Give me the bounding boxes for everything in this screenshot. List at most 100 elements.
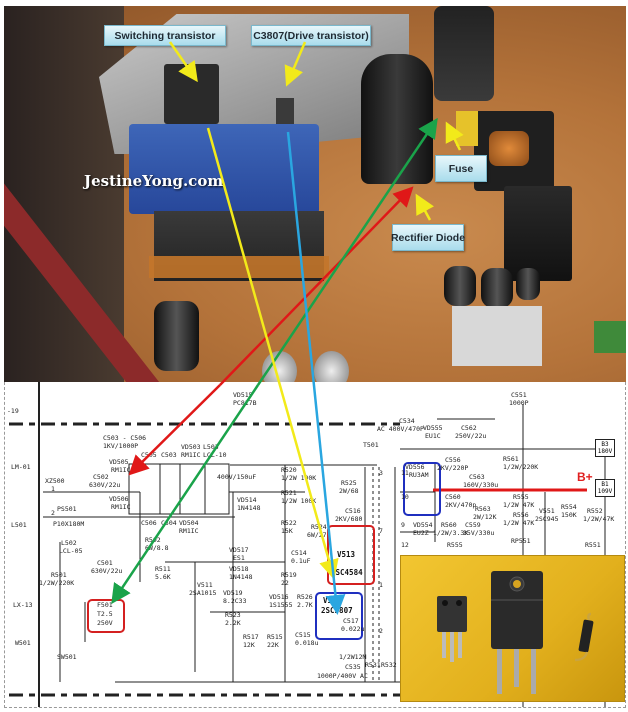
f501-voltage: 250V: [97, 619, 113, 627]
r532-label: R532: [381, 661, 397, 669]
v511-label: V511: [197, 581, 213, 589]
vd506-label: VD506: [109, 495, 129, 503]
c504-label: C504: [161, 519, 177, 527]
vd555-label: VD555: [423, 424, 443, 432]
drive-transistor-highlight-box: [315, 592, 363, 640]
r520-label: R520: [281, 466, 297, 474]
v512-label: V512: [323, 596, 342, 605]
r523-label: R523: [225, 611, 241, 619]
capacitor-left: [154, 301, 199, 371]
r521-label: R521: [281, 489, 297, 497]
vd516-label: VD516: [269, 593, 289, 601]
fuse-highlight-box: [87, 599, 125, 633]
r519-value: 22: [281, 579, 289, 587]
vd556-label: VD556: [405, 463, 425, 471]
r554-label: R554: [561, 503, 577, 511]
r501-value: 1/2W/220K: [39, 579, 75, 587]
vd504-label: VD504: [179, 519, 199, 527]
r556-label: R556: [513, 511, 529, 519]
terminal-b3-label: B3: [601, 441, 609, 448]
white-heatsink-small: [452, 306, 542, 366]
c551-value: 1000P: [509, 399, 529, 407]
c551-label: C551: [511, 391, 527, 399]
vd515-label: VD515: [233, 391, 253, 399]
c502-value: 630V/22u: [89, 481, 121, 489]
vd518-label: VD518: [229, 565, 249, 573]
watermark: JestineYong.com: [84, 172, 224, 190]
vd517-value: ES1: [233, 554, 245, 562]
r524-value: 6W/27: [307, 531, 327, 539]
vd555-value: EU1C: [425, 432, 441, 440]
v513-label: V513: [337, 550, 356, 559]
f501-label: F501: [97, 601, 113, 609]
r502-value: 6W/8.8: [145, 544, 169, 552]
r517-label: R517: [243, 633, 259, 641]
vd519-value: 8.2C33: [223, 597, 247, 605]
t501-pin11: 11: [401, 469, 409, 477]
pin2-label: 2: [51, 509, 55, 517]
lm01-label: LM-01: [11, 463, 31, 471]
sw501-label: SW501: [57, 653, 77, 661]
c535-value: 1000P/400V AC: [317, 672, 368, 680]
r520-value: 1/2W 100K: [281, 474, 317, 482]
v513-value: 2SC4584: [331, 568, 363, 577]
c503-c506-value: 1KV/1000P: [103, 442, 139, 450]
terminal-b1-value: 109V: [597, 488, 613, 495]
l502-value: LCL-05: [59, 547, 83, 555]
bplus-label: B+: [577, 470, 593, 484]
ps501-value: P10X180M: [53, 520, 85, 528]
bulk-capacitor: [361, 54, 433, 184]
c515-label: C515: [295, 631, 311, 639]
vd556-value: RU3AM: [409, 471, 429, 479]
r560-value: 1/2W/3.3K: [433, 529, 469, 537]
c515-value: 0.018u: [295, 639, 319, 647]
c514-value: 0.1uF: [291, 557, 311, 565]
transformer-tape: [149, 256, 329, 278]
vd519-label: VD519: [223, 589, 243, 597]
vd505-label: VD505: [109, 458, 129, 466]
v551-value: 2SC945: [535, 515, 559, 523]
r523-value: 2.2K: [225, 619, 241, 627]
yellow-connector: [456, 111, 478, 146]
v512-value: 2SC3807: [321, 606, 353, 615]
w501-label: W501: [15, 639, 31, 647]
t501-pin2: 2: [379, 627, 383, 635]
bulk-cap-value: 400V/150uF: [217, 473, 257, 481]
terminal-b1-label: B1: [601, 481, 609, 488]
c534-value: AC 400V/470P: [377, 425, 424, 433]
components-drawing: [437, 571, 594, 694]
r551-label: R551: [585, 541, 601, 549]
vd514-label: VD514: [237, 496, 257, 504]
terminal-b3-value: 180V: [597, 448, 613, 455]
c563-value: 160V/330u: [463, 481, 499, 489]
l503-label: L503: [203, 443, 219, 451]
r554-value: 150K: [561, 511, 577, 519]
c505-label: C505: [141, 451, 157, 459]
r511-value: 5.6K: [155, 573, 171, 581]
r521-value: 1/2W 100K: [281, 497, 317, 505]
r563-label: R563: [475, 505, 491, 513]
r560-label: R560: [441, 521, 457, 529]
vd506-value: RM1IC: [111, 503, 131, 511]
c563-label: C563: [469, 473, 485, 481]
r524-label: R524: [311, 523, 327, 531]
vd515-value: PC817B: [233, 399, 257, 407]
t501-pin3: 3: [379, 469, 383, 477]
vd504-value: RM1IC: [179, 527, 199, 535]
r563-value: 2W/12K: [473, 513, 497, 521]
green-capacitor: [594, 321, 626, 353]
capacitor-bottom-1: [262, 351, 297, 382]
callout-fuse: Fuse: [435, 155, 487, 182]
c517-value: 0.022u: [341, 625, 365, 633]
r555b-label: R555: [447, 541, 463, 549]
r552-value: 1/2W/47K: [583, 515, 615, 523]
t501-pin1: 1: [379, 581, 383, 589]
r561-value: 1/2W/220K: [503, 463, 539, 471]
c516-label: C516: [345, 507, 361, 515]
rectifier-diode-photo: [574, 612, 594, 662]
pcb-photo: Switching transistor C3807(Drive transis…: [4, 6, 626, 382]
c501-label: C501: [97, 559, 113, 567]
c560-label: C560: [445, 493, 461, 501]
